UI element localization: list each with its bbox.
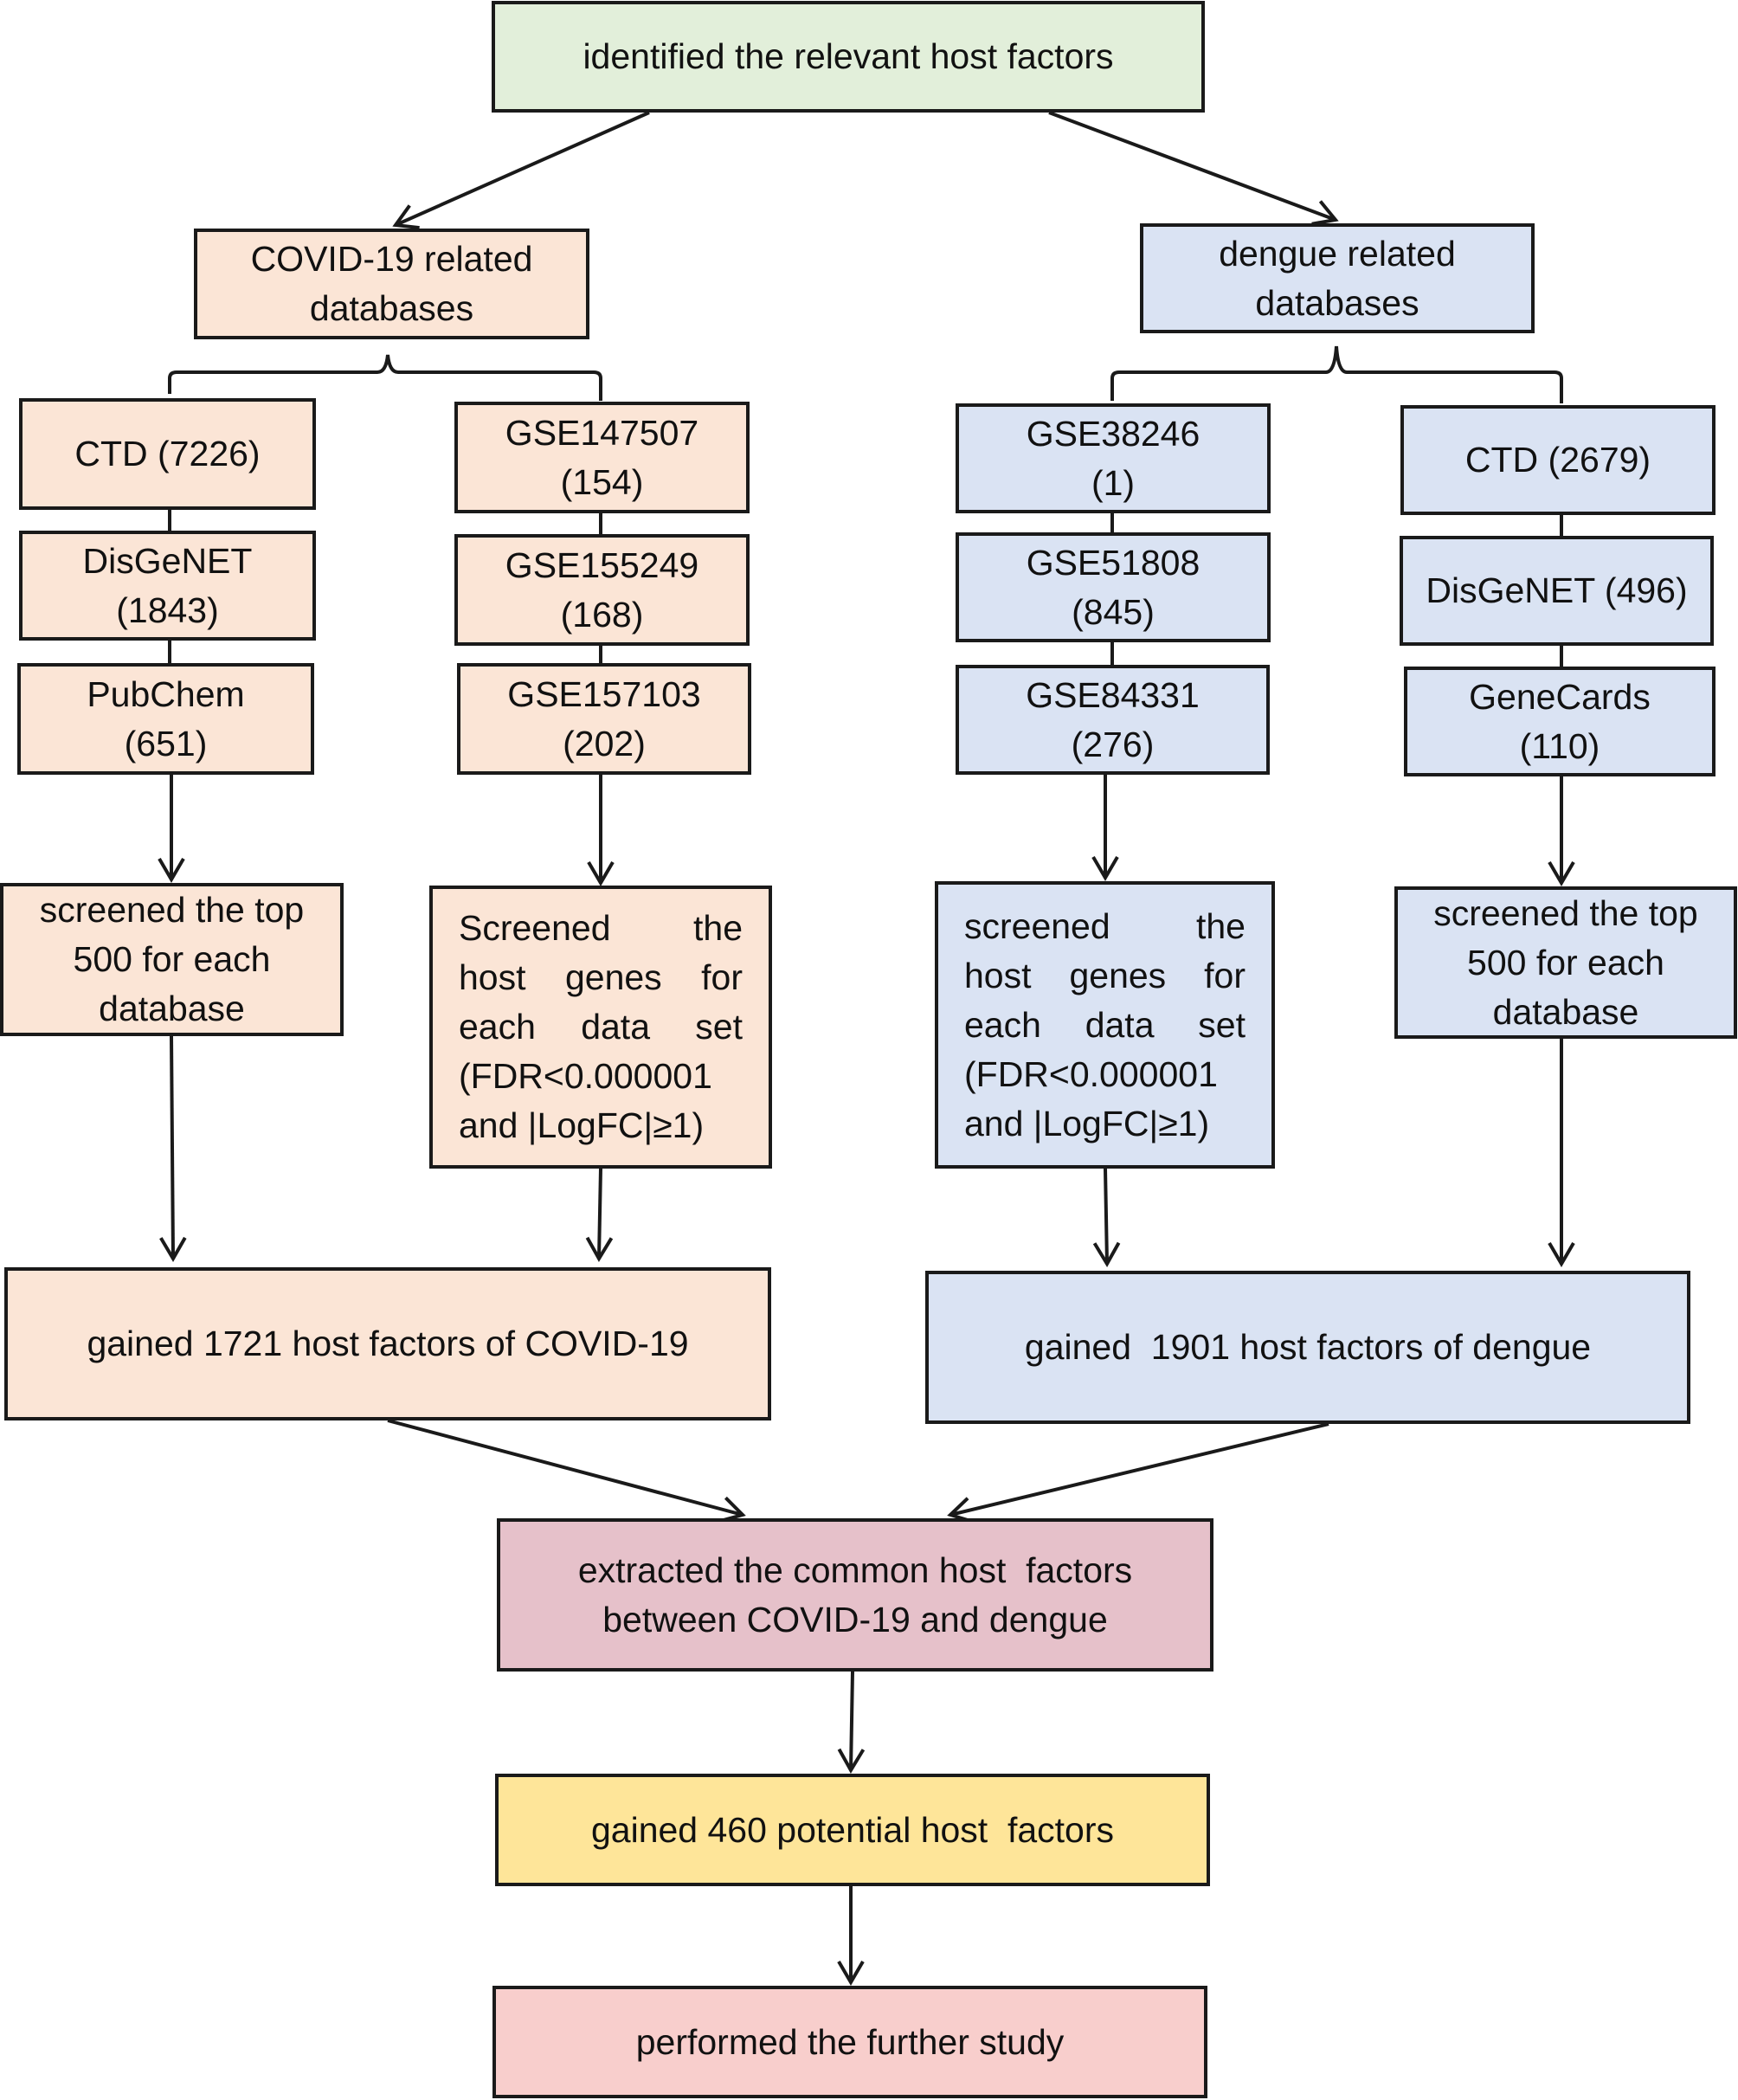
arrow-root-to-dengue-header — [1048, 111, 1339, 226]
arrow-dengue-gained-to-common — [947, 1422, 1329, 1523]
dengue-gse84331-node: GSE84331 (276) — [956, 665, 1270, 775]
covid-gse155249-node: GSE155249 (168) — [454, 534, 750, 646]
dengue-gse38246-label: GSE38246 (1) — [1026, 413, 1201, 503]
dengue-gained-node: gained 1901 host factors of dengue — [925, 1271, 1690, 1424]
dengue-ctd-node: CTD (2679) — [1400, 405, 1715, 515]
dengue-screen-genes-node: screened the host genes for each data se… — [935, 881, 1275, 1169]
covid-screen-top-node: screened the top 500 for each database — [0, 883, 344, 1036]
bracket-dengue — [1110, 345, 1563, 403]
arrow-screen-genes-covid-to-gained — [585, 1168, 614, 1262]
dengue-gse84331-label: GSE84331 (276) — [1026, 674, 1200, 764]
dengue-header-label: dengue related databases — [1219, 233, 1456, 323]
further-study-node: performed the further study — [492, 1986, 1207, 2098]
covid-screen-genes-label: Screened the host genes for each data se… — [459, 908, 743, 1145]
covid-gse157103-node: GSE157103 (202) — [457, 663, 751, 775]
arrow-screen-top-covid-to-gained — [159, 1035, 187, 1262]
arrow-covid-gained-to-common — [387, 1419, 746, 1523]
covid-gse147507-label: GSE147507 (154) — [505, 412, 699, 502]
covid-gained-label: gained 1721 host factors of COVID-19 — [87, 1324, 689, 1363]
covid-gse157103-label: GSE157103 (202) — [507, 673, 701, 763]
dengue-ctd-label: CTD (2679) — [1464, 440, 1651, 480]
arrow-root-to-covid-header — [392, 111, 650, 230]
covid-screen-genes-node: Screened the host genes for each data se… — [429, 886, 772, 1169]
covid-gse155249-label: GSE155249 (168) — [505, 544, 699, 635]
dengue-gained-label: gained 1901 host factors of dengue — [1024, 1327, 1592, 1367]
covid-gse147507-node: GSE147507 (154) — [454, 402, 750, 513]
bracket-covid — [168, 354, 602, 401]
dengue-genecards-node: GeneCards (110) — [1404, 667, 1715, 776]
covid-pubchem-node: PubChem (651) — [17, 663, 314, 775]
covid-header-label: COVID-19 related databases — [250, 239, 533, 328]
root-label: identified the relevant host factors — [583, 36, 1114, 76]
potential-factors-node: gained 460 potential host factors — [495, 1774, 1210, 1886]
dengue-disgenet-label: DisGeNET (496) — [1426, 570, 1688, 610]
further-study-label: performed the further study — [635, 2021, 1065, 2062]
dengue-gse38246-node: GSE38246 (1) — [956, 403, 1271, 513]
dengue-disgenet-node: DisGeNET (496) — [1400, 536, 1714, 646]
covid-header-node: COVID-19 related databases — [194, 229, 589, 339]
covid-pubchem-label: PubChem (651) — [87, 673, 245, 763]
covid-screen-top-label: screened the top 500 for each database — [39, 890, 305, 1028]
dengue-screen-top-node: screened the top 500 for each database — [1394, 886, 1737, 1039]
dengue-header-node: dengue related databases — [1140, 223, 1535, 333]
common-factors-label: extracted the common host factors betwee… — [577, 1549, 1143, 1639]
covid-gained-node: gained 1721 host factors of COVID-19 — [4, 1267, 771, 1420]
covid-ctd-label: CTD (7226) — [74, 434, 261, 473]
root-node: identified the relevant host factors — [492, 1, 1205, 113]
dengue-gse51808-node: GSE51808 (845) — [956, 532, 1271, 642]
potential-factors-label: gained 460 potential host factors — [590, 1809, 1115, 1850]
covid-disgenet-node: DisGeNET (1843) — [19, 531, 316, 641]
dengue-screen-top-label: screened the top 500 for each database — [1433, 892, 1698, 1032]
covid-ctd-node: CTD (7226) — [19, 398, 316, 510]
common-factors-node: extracted the common host factors betwee… — [497, 1518, 1213, 1672]
arrow-common-to-potential — [837, 1671, 866, 1774]
arrow-screen-genes-dengue-to-gained — [1092, 1168, 1121, 1267]
covid-disgenet-label: DisGeNET (1843) — [82, 540, 253, 630]
dengue-screen-genes-label: screened the host genes for each data se… — [964, 905, 1246, 1143]
dengue-gse51808-label: GSE51808 (845) — [1026, 542, 1201, 632]
dengue-genecards-label: GeneCards (110) — [1469, 676, 1651, 766]
